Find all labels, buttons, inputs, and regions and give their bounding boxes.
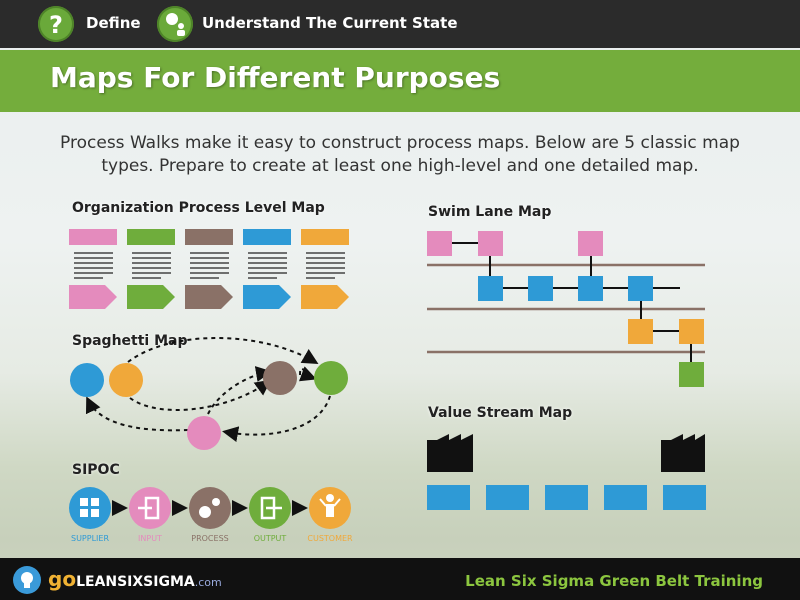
brand-name: LEANSIXSIGMA	[76, 574, 195, 590]
org-column-blue	[243, 229, 291, 309]
question-icon: ?	[38, 6, 74, 42]
sipoc-flow	[69, 487, 351, 529]
swim-lane-map	[427, 231, 705, 387]
sipoc-title: SIPOC	[72, 462, 120, 478]
svg-text:?: ?	[49, 11, 63, 39]
spaghetti-map	[70, 337, 348, 450]
sipoc-label-input: INPUT	[138, 534, 162, 543]
person-thinking-icon	[157, 6, 193, 42]
brand-go: go	[48, 567, 77, 591]
spaghetti-node-orange	[109, 363, 143, 397]
top-bar	[0, 0, 800, 48]
sipoc-label-customer: CUSTOMER	[307, 534, 353, 543]
sipoc-label-process: PROCESS	[191, 534, 229, 543]
training-title: Lean Six Sigma Green Belt Training	[465, 572, 763, 590]
sipoc-label-supplier: SUPPLIER	[70, 534, 109, 543]
step-define-label: Define	[86, 14, 141, 32]
supplier-icon	[69, 487, 111, 529]
spaghetti-node-blue	[70, 363, 104, 397]
spaghetti-node-brown	[263, 361, 297, 395]
factory-icon	[427, 434, 473, 472]
lightbulb-logo-icon	[13, 566, 41, 594]
org-column-green	[127, 229, 175, 309]
org-map	[69, 229, 349, 309]
org-column-orange	[301, 229, 349, 309]
factory-icon	[661, 434, 705, 472]
brand-logo: goLEANSIXSIGMA.com	[48, 567, 222, 591]
spaghetti-node-pink	[187, 416, 221, 450]
org-column-brown	[185, 229, 233, 309]
swim-lane-title: Swim Lane Map	[428, 204, 552, 220]
spaghetti-node-green	[314, 361, 348, 395]
spaghetti-map-title: Spaghetti Map	[72, 333, 188, 349]
slide-title: Maps For Different Purposes	[50, 61, 501, 94]
process-gears-icon	[189, 487, 231, 529]
step-understand-label: Understand The Current State	[202, 14, 458, 32]
org-column-pink	[69, 229, 117, 309]
intro-text: Process Walks make it easy to construct …	[60, 133, 740, 176]
sipoc-label-output: OUTPUT	[253, 534, 287, 543]
brand-tld: .com	[194, 576, 222, 589]
org-map-title: Organization Process Level Map	[72, 200, 325, 216]
title-band	[0, 50, 800, 112]
footer-bar	[0, 558, 800, 600]
value-stream-map	[427, 434, 706, 510]
value-stream-title: Value Stream Map	[428, 405, 573, 421]
